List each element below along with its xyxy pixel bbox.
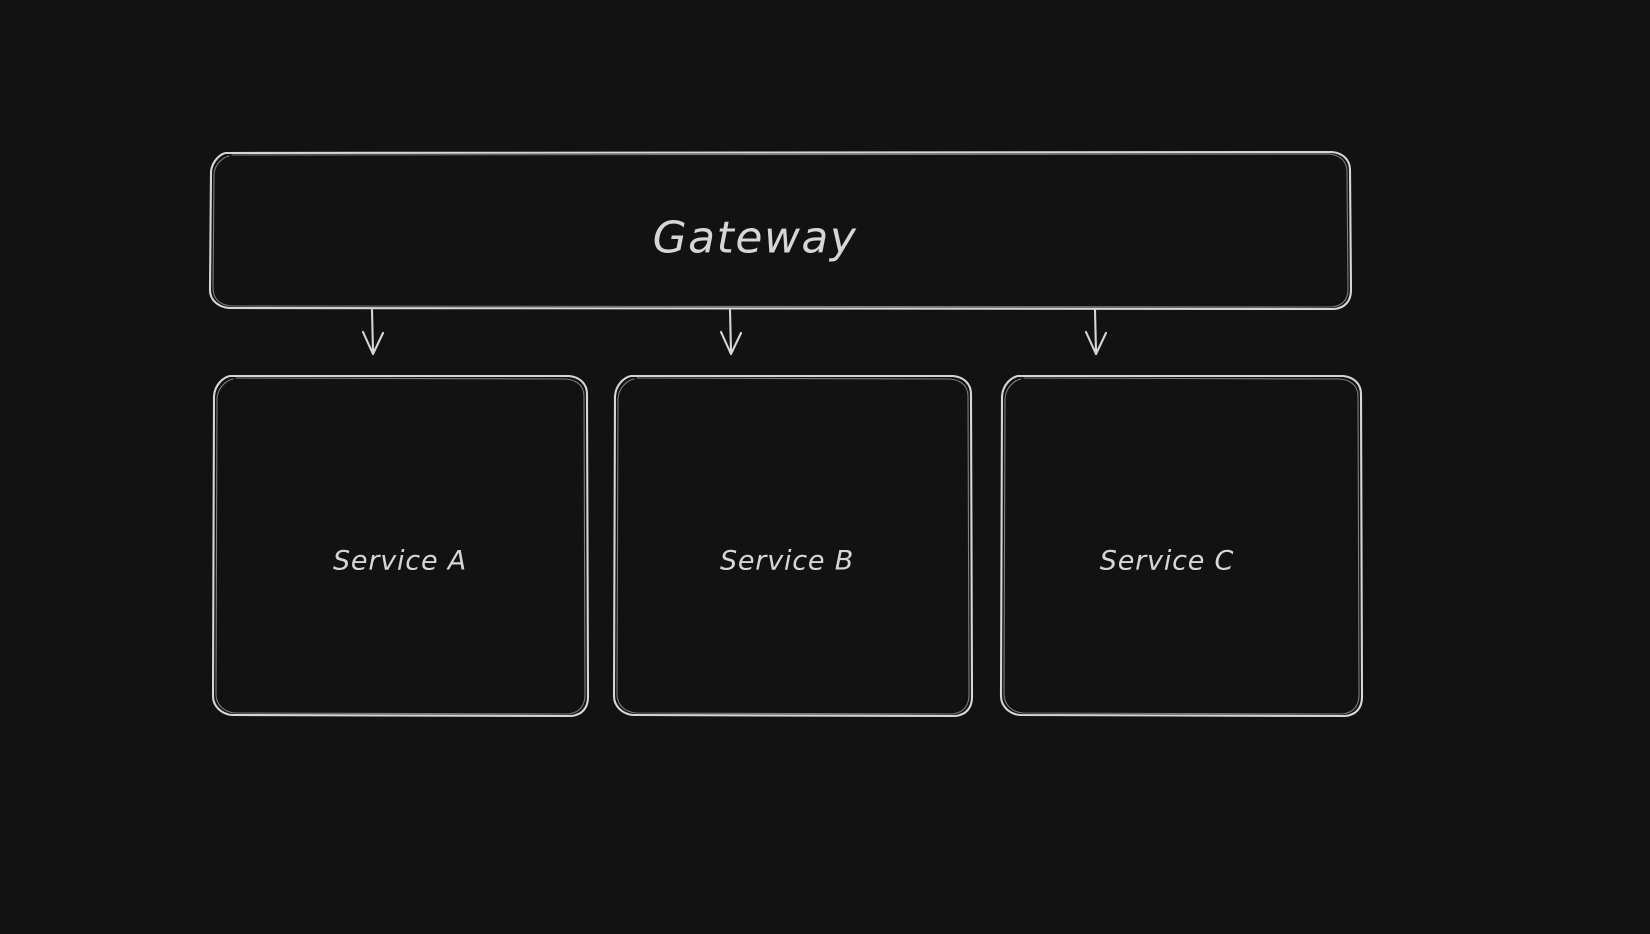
arrowhead-icon	[361, 330, 385, 356]
arrow-shaft	[728, 308, 733, 354]
service-c-box-sketch-overlay	[1003, 377, 1360, 715]
node-label-service-c: Service C	[1099, 545, 1235, 577]
arrowhead-icon	[1084, 330, 1108, 356]
node-gateway[interactable]	[208, 150, 1353, 311]
service-a-box-sketch-overlay	[215, 377, 586, 715]
edge-gateway-to-service-a[interactable]	[361, 308, 385, 356]
service-c-box-outline	[999, 374, 1364, 718]
edge-gateway-to-service-c[interactable]	[1084, 308, 1108, 356]
arrow-shaft	[1093, 308, 1098, 354]
service-b-box-outline	[612, 374, 974, 718]
edge-gateway-to-service-b[interactable]	[719, 308, 743, 356]
node-label-service-a: Service A	[332, 545, 468, 577]
arrowhead-icon	[719, 330, 743, 356]
node-service-c[interactable]	[999, 374, 1364, 718]
gateway-box-sketch-overlay	[212, 153, 1349, 308]
arrow-shaft	[370, 308, 375, 354]
node-service-b[interactable]	[612, 374, 974, 718]
node-service-a[interactable]	[211, 374, 590, 718]
service-b-box-sketch-overlay	[616, 377, 970, 715]
node-label-gateway: Gateway	[652, 212, 858, 264]
service-a-box-outline	[211, 374, 590, 718]
node-label-service-b: Service B	[719, 545, 855, 577]
gateway-box-outline	[208, 150, 1353, 311]
